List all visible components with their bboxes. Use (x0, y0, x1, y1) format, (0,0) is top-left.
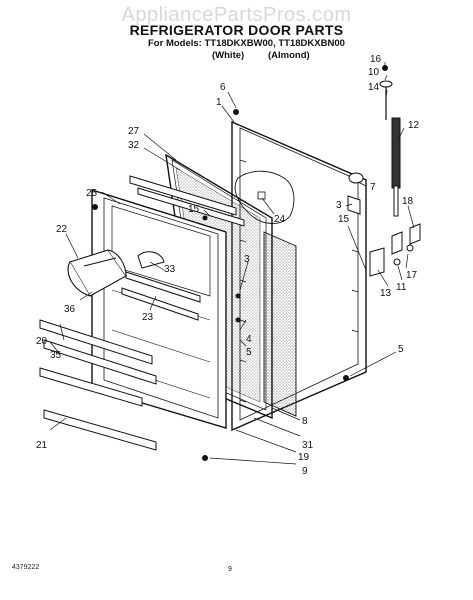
callout-label: 31 (302, 440, 314, 451)
callout-label: 27 (128, 126, 140, 137)
top-breaker-strip (129, 175, 245, 227)
screws (92, 65, 388, 461)
callout-label: 9 (302, 466, 308, 477)
callout-label: 3 (244, 254, 250, 265)
callout-label: 5 (246, 347, 252, 358)
callout-label: 6 (220, 82, 226, 93)
dairy-compartment (67, 249, 127, 297)
callout-label: 19 (298, 452, 310, 463)
callout-label: 35 (50, 350, 62, 361)
callout-label: 13 (380, 288, 392, 299)
callout-label: 16 (370, 54, 382, 65)
document-number: 4379222 (12, 564, 40, 571)
callout-label: 32 (128, 140, 140, 151)
dairy-door (137, 251, 165, 269)
site-watermark: AppliancePartsPros.com (121, 4, 352, 26)
page-number: 9 (228, 566, 232, 573)
callout-label: 17 (406, 270, 418, 281)
callout-label: 21 (36, 440, 48, 451)
page-title: REFRIGERATOR DOOR PARTS (129, 22, 344, 38)
callout-labels: 16 10 14 6 1 12 27 32 7 3 15 18 25 15 24… (36, 54, 420, 477)
callout-label: 11 (396, 282, 407, 293)
callout-label: 4 (246, 334, 252, 345)
callout-label: 1 (216, 97, 222, 108)
callout-label: 3 (336, 200, 342, 211)
callout-label: 8 (302, 416, 308, 427)
callout-label: 14 (368, 82, 380, 93)
callout-label: 24 (274, 214, 286, 225)
callout-label: 5 (398, 344, 404, 355)
callout-label: 33 (164, 264, 176, 275)
callout-label: 22 (56, 224, 68, 235)
callout-label: 15 (188, 204, 200, 215)
top-hinge (347, 172, 364, 215)
callout-label: 23 (142, 312, 154, 323)
callout-label: 20 (36, 336, 48, 347)
door-shelves (39, 271, 201, 451)
bottom-hinge-parts (369, 223, 421, 277)
variant-label-white: (White) (212, 50, 245, 61)
leader-lines (49, 62, 415, 465)
hinge-cartridge (379, 80, 401, 217)
callout-label: 18 (402, 196, 414, 207)
model-numbers: For Models: TT18DKXBW00, TT18DKXBN00 (148, 38, 345, 49)
callout-label: 25 (86, 188, 98, 199)
variant-label-almond: (Almond) (268, 50, 310, 61)
callout-label: 7 (370, 182, 376, 193)
callout-label: 36 (64, 304, 76, 315)
callout-label: 12 (408, 120, 420, 131)
callout-label: 10 (368, 67, 380, 78)
callout-label: 15 (338, 214, 350, 225)
